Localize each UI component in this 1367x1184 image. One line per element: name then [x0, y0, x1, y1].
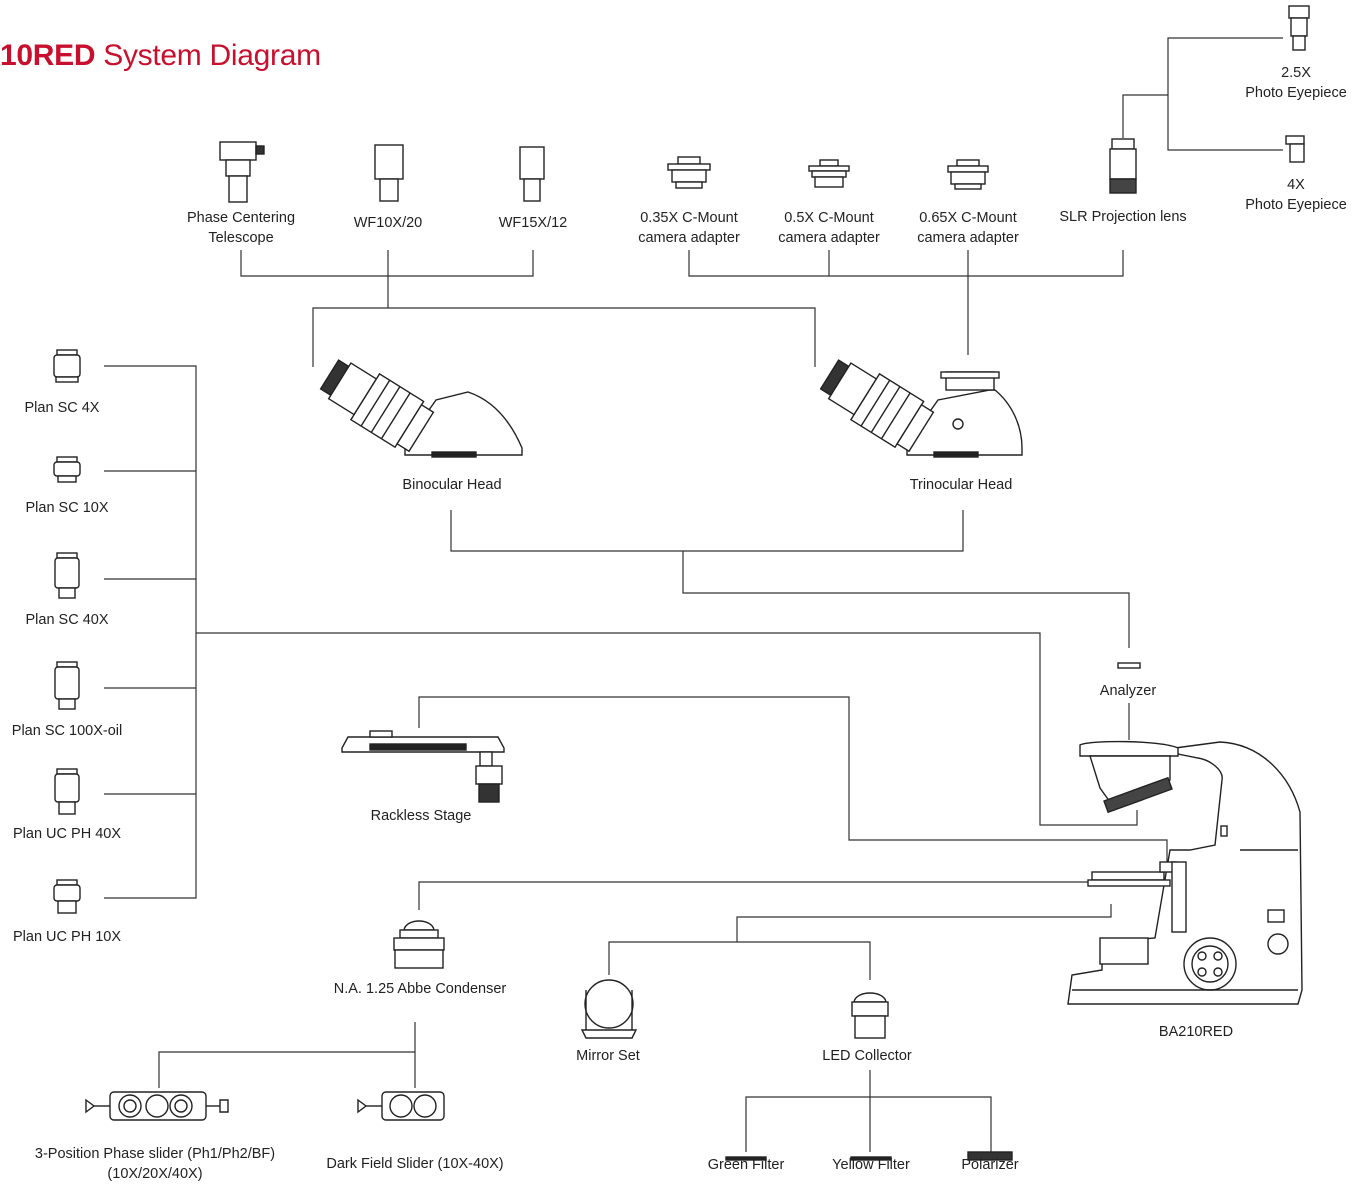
- page-title: 10RED System Diagram: [0, 36, 321, 76]
- yellow-filter-icon: [850, 1156, 892, 1161]
- cmount-05-icon: [808, 159, 850, 188]
- objective-uc-10x-icon: [53, 879, 81, 914]
- slr-lens-label: SLR Projection lens: [1059, 209, 1187, 225]
- stage-label: Rackless Stage: [370, 808, 472, 824]
- wf10-label: WF10X/20: [353, 215, 423, 231]
- led-collector-icon: [851, 992, 889, 1039]
- condenser-label: N.A. 1.25 Abbe Condenser: [333, 981, 507, 997]
- objective-4x-icon: [53, 349, 81, 383]
- cmount-065-icon: [947, 159, 989, 190]
- eyepiece-wf10-icon: [374, 144, 404, 202]
- objective-10x-icon: [53, 456, 81, 483]
- binocular-label: Binocular Head: [402, 477, 502, 493]
- slr-lens-icon: [1109, 138, 1137, 194]
- objective-label: Plan UC PH 10X: [13, 929, 121, 945]
- green-filter-label: Green Filter: [707, 1157, 785, 1173]
- objective-label: Plan SC 4X: [24, 400, 100, 416]
- photo-eyepiece-4-icon: [1285, 135, 1305, 163]
- analyzer-icon: [1117, 662, 1141, 669]
- condenser-icon: [393, 920, 445, 969]
- trinocular-label: Trinocular Head: [909, 477, 1013, 493]
- objective-label: Plan UC PH 40X: [13, 826, 121, 842]
- cmount-035-icon: [667, 156, 711, 189]
- body-label: BA210RED: [1158, 1024, 1234, 1040]
- yellow-filter-label: Yellow Filter: [832, 1157, 910, 1173]
- eyepiece-wf15-icon: [519, 146, 545, 202]
- binocular-head-icon: [319, 359, 523, 458]
- objective-100x-icon: [54, 661, 80, 710]
- wf15-label: WF15X/12: [498, 215, 568, 231]
- analyzer-label: Analyzer: [1099, 683, 1157, 699]
- objective-40x-icon: [54, 552, 80, 599]
- phase-slider-label: 3-Position Phase slider (Ph1/Ph2/BF)(10X…: [34, 1146, 276, 1182]
- phase-telescope-icon: [219, 141, 265, 203]
- mirror-label: Mirror Set: [576, 1048, 640, 1064]
- green-filter-icon: [725, 1156, 767, 1161]
- polarizer-icon: [967, 1151, 1013, 1161]
- rackless-stage-icon: [341, 730, 505, 803]
- darkfield-label: Dark Field Slider (10X-40X): [326, 1156, 504, 1172]
- microscope-body-icon: [1067, 740, 1303, 1005]
- title-brand: 10RED: [0, 39, 96, 72]
- polarizer-label: Polarizer: [961, 1157, 1019, 1173]
- objective-label: Plan SC 10X: [25, 500, 109, 516]
- phase-slider-icon: [85, 1091, 229, 1121]
- objective-label: Plan SC 40X: [25, 612, 109, 628]
- darkfield-slider-icon: [357, 1091, 445, 1121]
- objective-label: Plan SC 100X-oil: [11, 723, 123, 739]
- photo-eyepiece-25-icon: [1288, 5, 1310, 51]
- mirror-set-icon: [580, 979, 638, 1039]
- objective-uc-40x-icon: [54, 768, 80, 815]
- title-rest: System Diagram: [95, 39, 321, 72]
- trinocular-head-icon: [819, 359, 1023, 458]
- led-label: LED Collector: [822, 1048, 912, 1064]
